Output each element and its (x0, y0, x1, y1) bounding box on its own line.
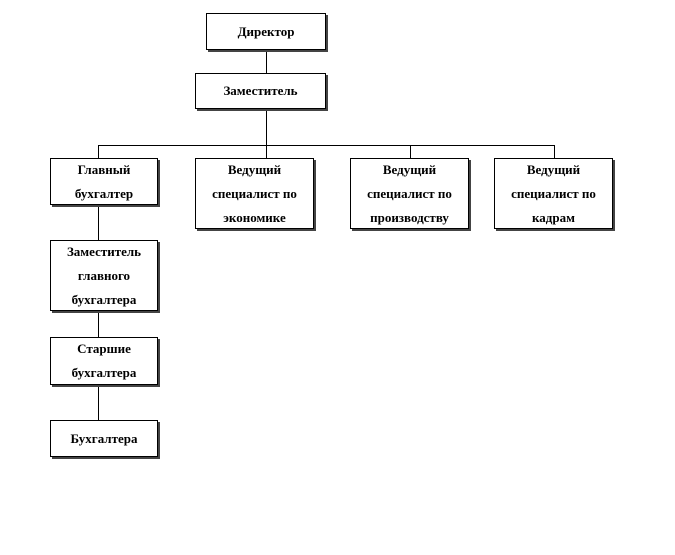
node-lead-hr: Ведущий специалист по кадрам (494, 158, 613, 229)
connector (554, 145, 555, 158)
node-lead-economics: Ведущий специалист по экономике (195, 158, 314, 229)
connector (266, 145, 267, 158)
connector (98, 205, 99, 240)
node-lead-production: Ведущий специалист по производству (350, 158, 469, 229)
node-accountants: Бухгалтера (50, 420, 158, 457)
node-deputy: Заместитель (195, 73, 326, 109)
node-chief-accountant: Главный бухгалтер (50, 158, 158, 205)
node-director: Директор (206, 13, 326, 50)
connector (98, 145, 555, 146)
connector (266, 50, 267, 73)
node-senior-accountants: Старшие бухгалтера (50, 337, 158, 385)
connector (98, 145, 99, 158)
connector (266, 109, 267, 145)
connector (98, 311, 99, 337)
connector (98, 385, 99, 420)
connector (410, 145, 411, 158)
node-deputy-chief-accountant: Заместитель главного бухгалтера (50, 240, 158, 311)
